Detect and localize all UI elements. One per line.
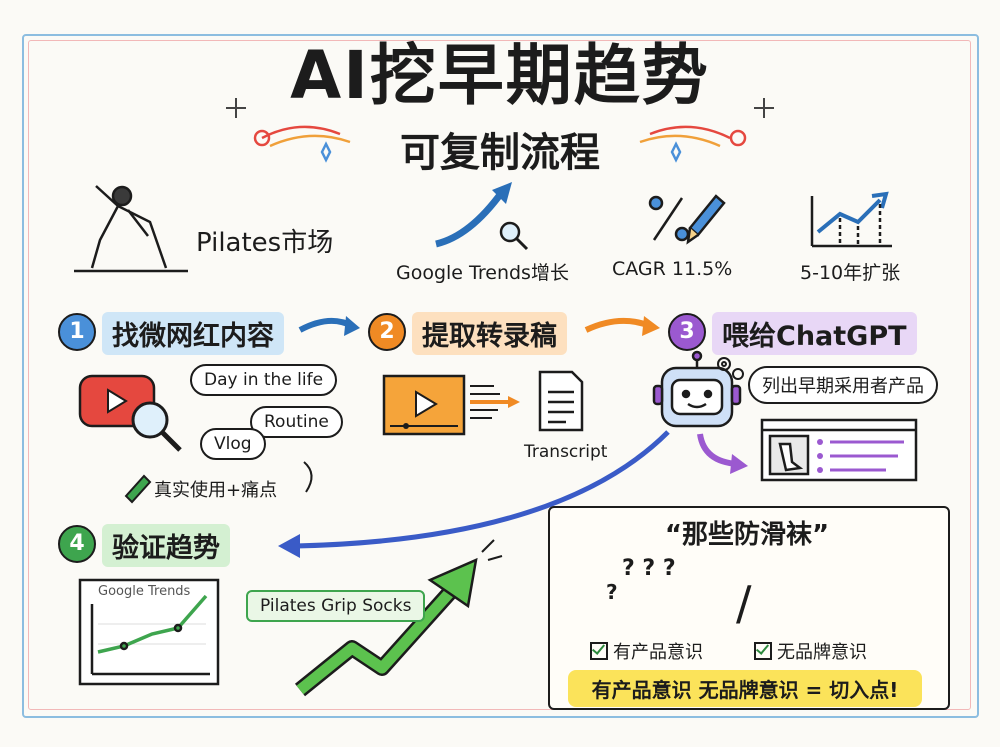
pilates-woman-icon [74,185,188,273]
trends-growth-label: Google Trends增长 [396,262,569,284]
curve-to-note-icon [303,461,313,493]
left-flourish-icon [253,125,351,163]
right-flourish-icon [639,125,747,163]
aware-item: 有产品意识 [590,638,703,664]
checkbox-icon [590,642,608,660]
step-4-number: 4 [58,525,96,563]
no-brand-label: 无品牌意识 [777,642,867,663]
market-label: Pilates市场 [196,228,334,258]
product-listing-icon [760,418,918,482]
robot-icon [652,350,742,428]
step-1-number: 1 [58,313,96,351]
sparkle-left-icon [226,98,246,118]
step-4-label: 验证趋势 [102,524,230,567]
outer-frame [22,34,979,718]
bubble-day-in-life: Day in the life [190,364,338,396]
arrow-2-to-3-icon [584,316,660,336]
trend-arrow-icon [435,182,529,251]
question-mark-side: ? [606,580,618,604]
video-player-icon [382,374,466,436]
step-3-label: 喂给ChatGPT [712,312,917,355]
document-icon [538,370,584,432]
page-title: AI挖早期趋势 [290,37,710,114]
bubble-vlog: Vlog [200,428,266,460]
cagr-label: CAGR 11.5% [612,258,733,280]
arrow-to-product-icon [697,433,748,474]
gear-icon [717,357,744,380]
sparkle-right-icon [754,98,774,118]
step-2-label: 提取转录稿 [412,312,567,355]
bubble-routine: Routine [250,406,343,438]
keyword-box: Pilates Grip Socks [246,590,426,622]
page-subtitle: 可复制流程 [400,130,600,176]
transcript-label: Transcript [524,442,608,462]
growth-chart-icon [810,191,892,248]
convert-arrow-icon [470,385,520,419]
magnifier-icon [131,401,182,452]
inner-frame [28,40,971,710]
big-growth-arrow-icon [294,539,503,697]
arrow-1-to-2-icon [298,316,360,336]
aware-label: 有产品意识 [613,642,703,663]
step-1-label: 找微网红内容 [102,312,284,355]
arrow-3-to-4-icon [278,430,670,558]
trends-chart-card-icon [78,578,220,686]
step-2-number: 2 [368,313,406,351]
no-brand-item: 无品牌意识 [754,638,867,664]
panel-separator: / [736,576,752,630]
step-3-bubble: 列出早期采用者产品 [748,366,938,404]
trends-chart-title: Google Trends [98,584,191,599]
step-3-number: 3 [668,313,706,351]
conclusion-banner: 有产品意识 无品牌意识 = 切入点! [568,670,922,707]
checkbox-icon [754,642,772,660]
panel-quote: “那些防滑袜” [664,520,830,550]
pencil-icon [124,474,152,504]
step-1-note: 真实使用+痛点 [154,480,278,501]
expansion-label: 5-10年扩张 [800,262,901,284]
question-marks: ? ? ? [622,556,676,581]
percent-pencil-icon [648,194,726,245]
